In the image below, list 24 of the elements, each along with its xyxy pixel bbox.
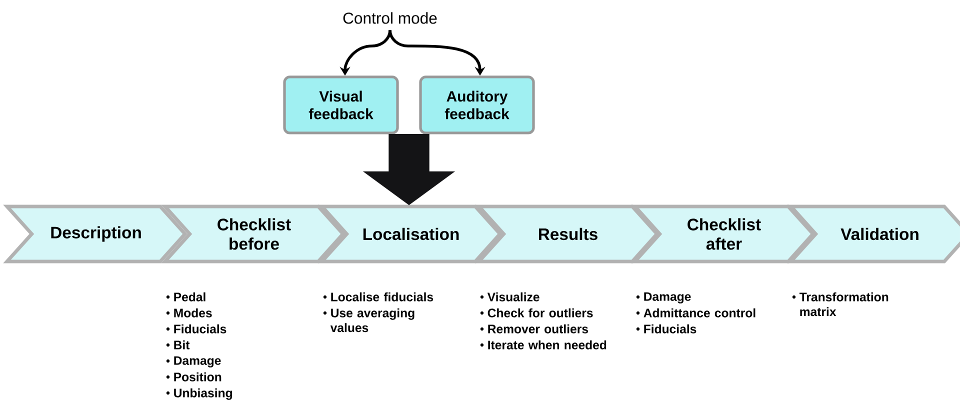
bullet-item: Bit: [166, 340, 190, 350]
bullet-item: Check for outliers: [480, 308, 593, 318]
feedback-box: Auditory feedback: [419, 76, 535, 134]
bullet-item: Fiducials: [636, 324, 696, 334]
block-arrow: [362, 134, 456, 206]
bullet-item: Damage: [636, 292, 691, 304]
bullet-item: Fiducials: [166, 324, 226, 334]
bullet-item: Localise fiducials: [323, 292, 434, 302]
bullet-item: Pedal: [166, 292, 206, 302]
bullet-item: Remover outliers: [480, 324, 588, 334]
bullet-item: Modes: [166, 308, 212, 318]
chevron-step: Validation: [787, 204, 960, 264]
bullet-item: Admittance control: [636, 308, 756, 318]
bullet-item: Damage: [166, 356, 221, 368]
feedback-box: Visual feedback: [283, 76, 399, 134]
heading-text: Control mode: [343, 12, 437, 24]
bullet-item: Iterate when needed: [480, 340, 606, 350]
bullet-item: Visualize: [480, 292, 540, 302]
bullet-item: Unbiasing: [166, 388, 232, 400]
node-label: Validation: [840, 228, 918, 240]
bullet-item: Position: [166, 372, 222, 382]
bullet-item: Transformation matrix: [792, 292, 888, 316]
chevron-step: Description: [3, 204, 188, 264]
bullet-item: Use averaging values: [323, 308, 414, 332]
